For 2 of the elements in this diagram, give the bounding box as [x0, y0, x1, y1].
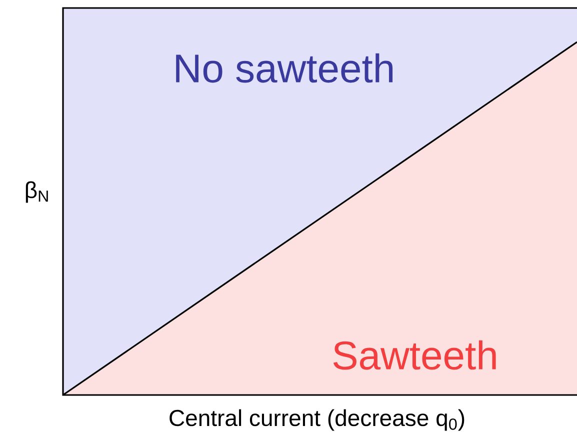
axis-label: Central current (decrease q$_{0}$): [170, 409, 464, 431]
axis-label: β$_{N}$: [26, 181, 48, 203]
